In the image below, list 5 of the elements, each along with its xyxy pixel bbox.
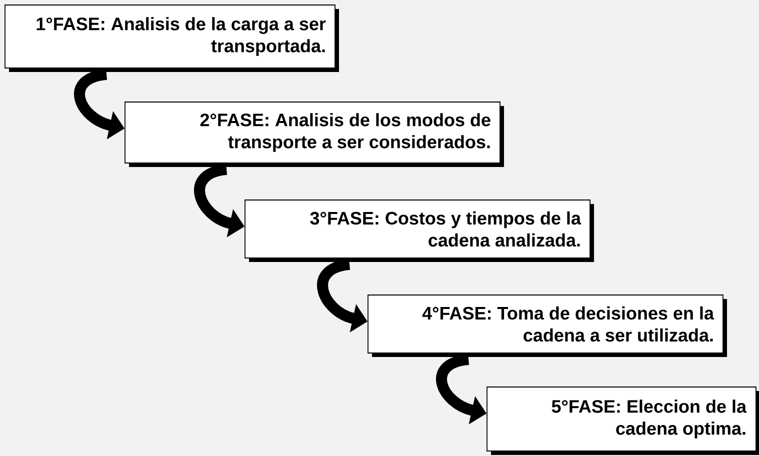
- phase-box: 1°FASE: Analisis de la carga a ser transportada.: [4, 4, 339, 72]
- phase-box: 5°FASE: Eleccion de la cadena optima.: [486, 386, 759, 455]
- phase-box: 3°FASE: Costos y tiempos de la cadena analizada.: [244, 200, 594, 262]
- phase-box: 4°FASE: Toma de decisiones en la cadena a ser utilizada.: [368, 294, 727, 357]
- phase-box: 2°FASE: Analisis de los modos de transporte a ser considerados.: [124, 102, 504, 167]
